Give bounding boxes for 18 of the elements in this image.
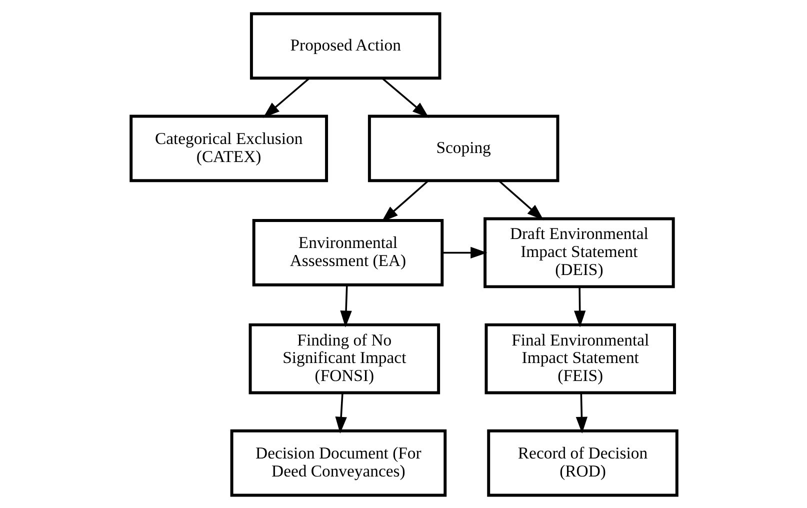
- arrow: [380, 180, 428, 222]
- node-box: Final Environmental Impact Statement (FEIS): [484, 322, 676, 394]
- arrow: [340, 284, 352, 327]
- arrow: [575, 392, 588, 434]
- arrow: [381, 77, 428, 118]
- arrow: [574, 286, 586, 327]
- arrow: [262, 77, 310, 118]
- node-box: Draft Environmental Impact Statement (DEIS): [483, 216, 674, 288]
- node-box: Environmental Assessment (EA): [252, 218, 444, 286]
- arrow: [498, 180, 544, 220]
- node-box: Finding of No Significant Impact (FONSI): [248, 322, 440, 394]
- node-box: Decision Document (For Deed Conveyances): [230, 428, 446, 496]
- node-box: Record of Decision (ROD): [486, 428, 678, 496]
- arrow: [334, 392, 346, 434]
- arrow: [442, 246, 487, 258]
- node-box: Proposed Action: [249, 12, 441, 80]
- node-box: Scoping: [367, 114, 559, 182]
- node-box: Categorical Exclusion (CATEX): [129, 114, 328, 182]
